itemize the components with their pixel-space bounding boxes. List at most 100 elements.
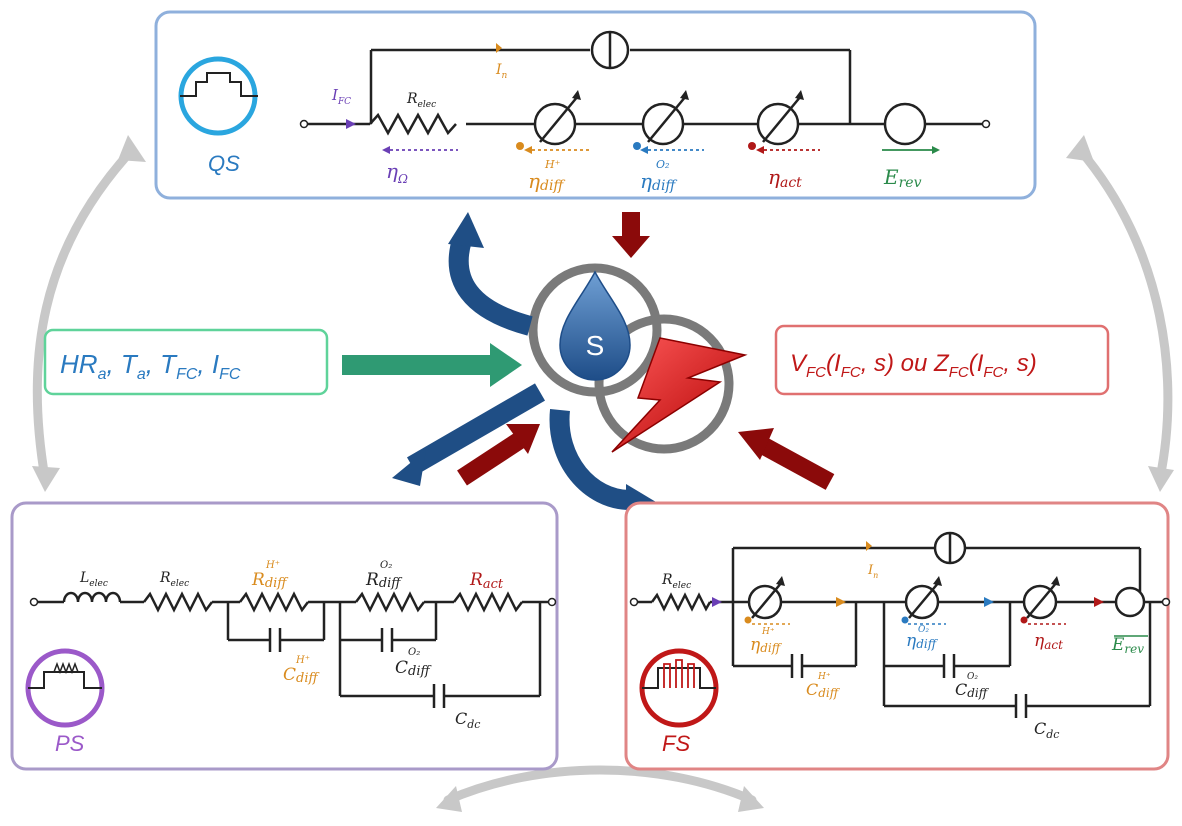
qs-label-relec-sub: elec (418, 100, 437, 110)
ps-label-ract-sub: act (483, 577, 504, 592)
fs-label-eta-diff-o2-sup: O₂ (918, 625, 929, 635)
svg-text:Cdiff: Cdiff (955, 680, 990, 700)
qs-label-in-sub: n (502, 71, 508, 81)
svg-text:Relec: Relec (159, 570, 189, 589)
ps-label-lelec-sub: elec (89, 579, 108, 589)
svg-text:Cdc: Cdc (1034, 719, 1059, 741)
ps-label-ract: R (469, 570, 483, 590)
qs-label-eta-diff-o2: η (640, 169, 652, 193)
fs-label-relec-sub: elec (673, 581, 692, 591)
fs-name: FS (662, 731, 690, 756)
fs-label-eta-diff-h: η (750, 635, 761, 655)
svg-text:ηact: ηact (1034, 631, 1063, 652)
red-arrow-from-ps (457, 424, 540, 486)
inputs-text: HRa, Ta, TFC, IFC (60, 349, 241, 383)
ps-label-cdc: C (455, 709, 467, 728)
fs-label-cdiffh-sup: H⁺ (817, 672, 831, 682)
ps-label-rdiffh-sup: H⁺ (265, 560, 280, 571)
inputs-box: HRa, Ta, TFC, IFC (43, 328, 329, 396)
cycle-arrow-right (1075, 145, 1173, 483)
qs-panel-frame (154, 10, 1037, 200)
svg-text:ηact: ηact (768, 165, 802, 191)
ps-label-cdiffo2-sub: diff (408, 664, 432, 679)
qs-panel: QS (154, 10, 1037, 200)
fs-label-cdiffo2-sub: diff (967, 686, 990, 700)
qs-label-eta-diff-h: η (528, 169, 540, 193)
svg-text:Relec: Relec (406, 91, 436, 110)
center-ring-left (528, 263, 662, 397)
fs-label-cdiffh-sub: diff (818, 686, 841, 700)
svg-text:Cdiff: Cdiff (395, 658, 432, 679)
qs-label-eta-act: η (768, 165, 780, 189)
qs-label-erev: E (883, 165, 899, 189)
fs-label-eta-diff-h-sup: H⁺ (761, 627, 775, 637)
qs-label-eta-omega: η (386, 159, 398, 183)
lightning-icon (611, 337, 748, 453)
qs-circuit (304, 30, 986, 146)
red-arrow-top (612, 212, 650, 258)
cycle-arrow-left (32, 145, 137, 483)
ps-label-relec-sub: elec (171, 579, 190, 589)
qs-label-erev-sub: rev (899, 175, 922, 191)
fs-label-eta-act-sub: act (1044, 638, 1063, 652)
blue-arrow-to-ps (392, 383, 546, 486)
qs-name: QS (208, 151, 240, 176)
fs-label-cdiffh: C (806, 680, 818, 699)
qs-label-eta-act-sub: act (780, 175, 802, 191)
ps-name: PS (55, 731, 85, 756)
ps-label-rdiffh: R (251, 570, 265, 590)
fs-label-eta-diff-o2-sub: diff (916, 637, 939, 651)
qs-label-eta-diff-o2-sub: diff (652, 178, 677, 194)
qs-label-eta-diff-h-sub: diff (540, 178, 565, 194)
ps-icon (25, 648, 105, 728)
center-symbol: S (528, 263, 748, 454)
svg-text:Rdiff: Rdiff (251, 570, 289, 591)
ps-label-cdiffh: C (283, 665, 296, 685)
svg-text:In: In (495, 62, 508, 81)
ps-circuit (34, 591, 552, 708)
ps-panel: PS (10, 501, 559, 771)
fs-panel: FS (624, 501, 1171, 771)
svg-text:ηdiff: ηdiff (640, 169, 677, 194)
ps-label-rdiffh-sub: diff (265, 576, 289, 591)
outputs-box: VFC(IFC, s) ou ZFC(IFC, s) (774, 324, 1110, 396)
svg-text:Erev: Erev (1111, 635, 1144, 656)
qs-label-ifc: I (331, 86, 339, 104)
blue-arrow-to-qs (448, 212, 533, 336)
svg-text:ηΩ: ηΩ (386, 159, 408, 186)
fs-label-erev-sub: rev (1124, 642, 1144, 656)
qs-label-eta-omega-sub: Ω (397, 172, 408, 186)
svg-text:Lelec: Lelec (79, 570, 108, 589)
outputs-text: VFC(IFC, s) ou ZFC(IFC, s) (790, 350, 1037, 381)
qs-label-eta-diff-o2-sup: O₂ (656, 158, 669, 171)
svg-text:Rdiff: Rdiff (365, 570, 403, 591)
ps-label-cdiffh-sub: diff (296, 671, 320, 686)
fs-label-cdiffo2-sup: O₂ (967, 672, 978, 682)
fs-label-relec: R (661, 572, 673, 588)
center-ring-right (594, 314, 734, 454)
ps-label-rdiffo2: R (365, 570, 379, 590)
ps-label-relec: R (159, 570, 171, 586)
svg-text:Cdiff: Cdiff (806, 680, 841, 700)
fs-label-eta-diff-h-sub: diff (760, 641, 783, 655)
qs-label-relec: R (406, 91, 418, 107)
cycle-arrow-bottom (443, 765, 757, 805)
svg-text:In: In (867, 563, 878, 580)
svg-text:Erev: Erev (883, 165, 922, 191)
qs-label-eta-diff-h-sup: H⁺ (544, 158, 561, 171)
svg-text:ηdiff: ηdiff (906, 631, 939, 651)
fs-circuit (634, 531, 1166, 718)
cycle-arrowheads (32, 135, 1174, 812)
fs-label-eta-act: η (1034, 631, 1045, 651)
fs-label-cdc-sub: dc (1046, 728, 1059, 741)
fs-label-cdc: C (1034, 719, 1046, 738)
svg-text:Ract: Ract (469, 570, 504, 592)
ps-label-rdiffo2-sub: diff (379, 576, 403, 591)
red-arrow-from-fs (738, 428, 835, 490)
ps-label-cdiffo2-sup: O₂ (408, 647, 420, 658)
qs-label-ifc-sub: FC (337, 97, 351, 107)
center-label: S (586, 330, 605, 361)
water-drop-icon (559, 270, 631, 381)
ps-label-lelec: L (79, 570, 89, 586)
